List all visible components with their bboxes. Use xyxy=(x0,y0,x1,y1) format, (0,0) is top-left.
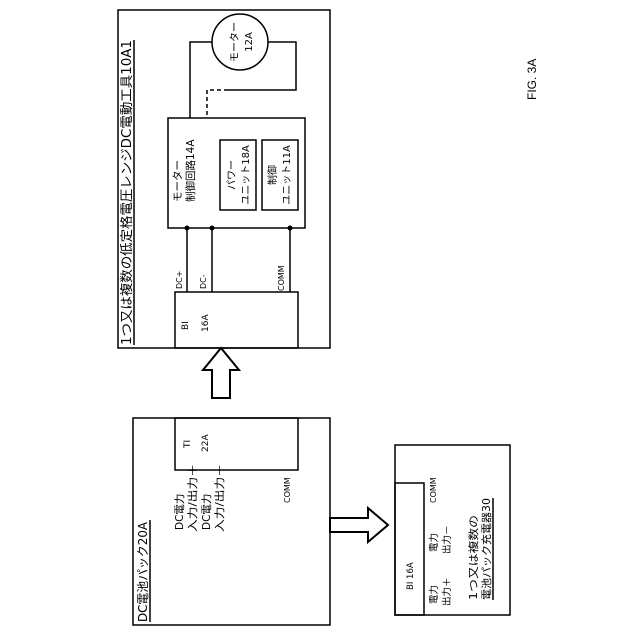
power-tool-group: 1つ又は複数の低定格電圧レンジDC電動工具10A1 モーター 12A モーター … xyxy=(118,10,330,348)
motor-label-line2: 12A xyxy=(244,32,255,52)
comm-label: COMM xyxy=(277,265,286,291)
comm-junction-dot xyxy=(288,226,293,231)
figure-label: FIG. 3A xyxy=(525,59,539,100)
tool-interface-label-line2: 16A xyxy=(201,314,211,332)
battery-terminal-plus-line1: DC電力 xyxy=(173,494,186,530)
charger-terminal-plus-line2: 出力＋ xyxy=(441,577,453,606)
charger-label-line2: 電池パック充電器30 xyxy=(480,498,493,600)
charger-interface-label: BI 16A xyxy=(406,562,416,590)
battery-terminal-minus-line2: 入力/出力－ xyxy=(213,464,226,532)
up-arrow xyxy=(203,348,239,398)
motor-control-label-line1: モーター xyxy=(172,160,184,202)
charger-group: BI 16A 電力 出力＋ 電力 出力－ COMM 1つ又は複数の 電池パック充… xyxy=(395,445,510,615)
battery-comm-label: COMM xyxy=(283,477,292,503)
battery-interface-label-line1: TI xyxy=(183,440,193,449)
charger-terminal-minus-line2: 出力－ xyxy=(441,525,453,554)
power-unit-label-line2: ユニット18A xyxy=(241,145,252,205)
motor-control-label-line2: 制御回路14A xyxy=(184,139,197,202)
control-unit-label-line2: ユニット11A xyxy=(282,145,293,205)
right-arrow xyxy=(330,508,388,542)
charger-label-line1: 1つ又は複数の xyxy=(467,515,480,600)
battery-pack-group: DC電池パック20A TI 22A DC電力 入力/出力＋ DC電力 入力/出力… xyxy=(133,418,330,625)
dc-minus-junction-dot xyxy=(210,226,215,231)
charger-interface-box xyxy=(395,483,424,615)
motor-wire-dashed xyxy=(207,90,228,118)
tool-interface-box xyxy=(175,292,298,348)
battery-pack-box xyxy=(133,418,330,625)
power-unit-label-line1: パワー xyxy=(226,160,238,190)
charger-terminal-minus-line1: 電力 xyxy=(428,533,440,552)
charger-terminal-plus-line1: 電力 xyxy=(428,585,440,604)
control-unit-label-line1: 制御 xyxy=(266,165,279,185)
charger-comm-label: COMM xyxy=(429,477,438,503)
dc-plus-junction-dot xyxy=(185,226,190,231)
tool-interface-label-line1: BI xyxy=(181,321,191,330)
battery-terminal-plus-line2: 入力/出力＋ xyxy=(186,464,199,532)
battery-terminal-minus-line1: DC電力 xyxy=(200,494,213,530)
battery-pack-label: DC電池パック20A xyxy=(136,521,150,622)
motor-wire-solid-left xyxy=(190,42,212,118)
battery-interface-box xyxy=(175,418,298,470)
battery-interface-label-line2: 22A xyxy=(201,434,211,452)
dc-minus-label: DC- xyxy=(199,274,208,289)
motor-label-line1: モーター xyxy=(229,22,241,62)
power-tool-label: 1つ又は複数の低定格電圧レンジDC電動工具10A1 xyxy=(119,40,135,345)
dc-plus-label: DC+ xyxy=(175,271,184,289)
